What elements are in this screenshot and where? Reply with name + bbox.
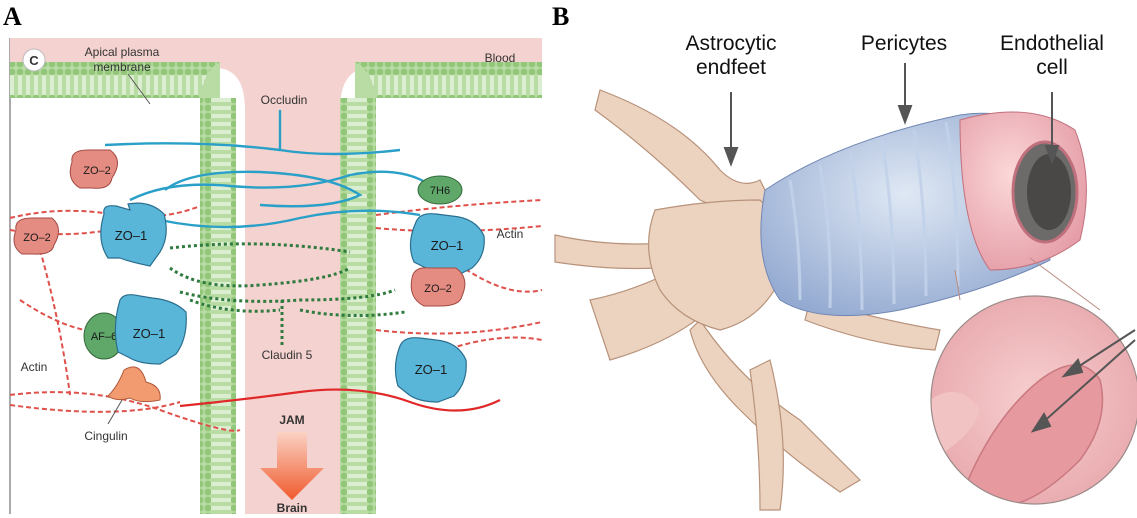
- zo1-right-bottom-protein: ZO–1: [395, 338, 466, 402]
- zo2-top-protein: ZO–2: [70, 150, 117, 188]
- actin-right-label: Actin: [497, 227, 524, 241]
- zo2-right-label: ZO–2: [424, 283, 452, 295]
- zo2-left-protein: ZO–2: [14, 218, 59, 254]
- apical-membrane-label-1: Apical plasma: [85, 45, 160, 59]
- zo2-left-label: ZO–2: [23, 232, 51, 244]
- brain-label: Brain: [277, 501, 308, 515]
- occludin-label: Occludin: [261, 93, 308, 107]
- claudin-label: Claudin 5: [262, 348, 313, 362]
- jam-label: JAM: [279, 413, 304, 427]
- zo1-left-top-protein: ZO–1: [101, 203, 166, 266]
- af6-label: AF–6: [91, 331, 117, 343]
- membrane-right-vertical: [340, 98, 376, 514]
- zo2-right-protein: ZO–2: [411, 268, 465, 306]
- membrane-left-vertical: [200, 98, 236, 514]
- zo1-right-bottom-label: ZO–1: [415, 362, 448, 377]
- sevenh6-label: 7H6: [430, 185, 450, 197]
- zo2-top-label: ZO–2: [83, 165, 111, 177]
- actin-left-label: Actin: [21, 360, 48, 374]
- astrocytic-label-2: endfeet: [696, 56, 766, 79]
- blood-label: Blood: [485, 51, 516, 65]
- cingulin-label: Cingulin: [84, 429, 127, 443]
- apical-membrane-label-2: membrane: [93, 60, 151, 74]
- membrane-right-horizontal: [355, 62, 542, 98]
- panel-b-illustration: Astrocytic endfeet Pericytes Endothelial…: [555, 32, 1137, 510]
- panel-a-diagram: ZO–2 ZO–2 ZO–1 AF–6 ZO–1 7H6 ZO–1: [10, 38, 542, 515]
- vessel-lumen-inner: [1027, 154, 1071, 230]
- zo1-left-bottom-label: ZO–1: [133, 326, 166, 341]
- endothelial-label-2: cell: [1036, 56, 1068, 79]
- zo1-left-top-label: ZO–1: [115, 228, 148, 243]
- inset-letter: C: [29, 53, 39, 68]
- pericytes-label: Pericytes: [861, 32, 947, 55]
- endothelial-label-1: Endothelial: [1000, 32, 1104, 55]
- sevenh6-protein: 7H6: [418, 176, 462, 204]
- astrocytic-label-1: Astrocytic: [685, 32, 776, 55]
- zo1-right-top-label: ZO–1: [431, 238, 464, 253]
- zo1-left-bottom-protein: ZO–1: [115, 295, 186, 364]
